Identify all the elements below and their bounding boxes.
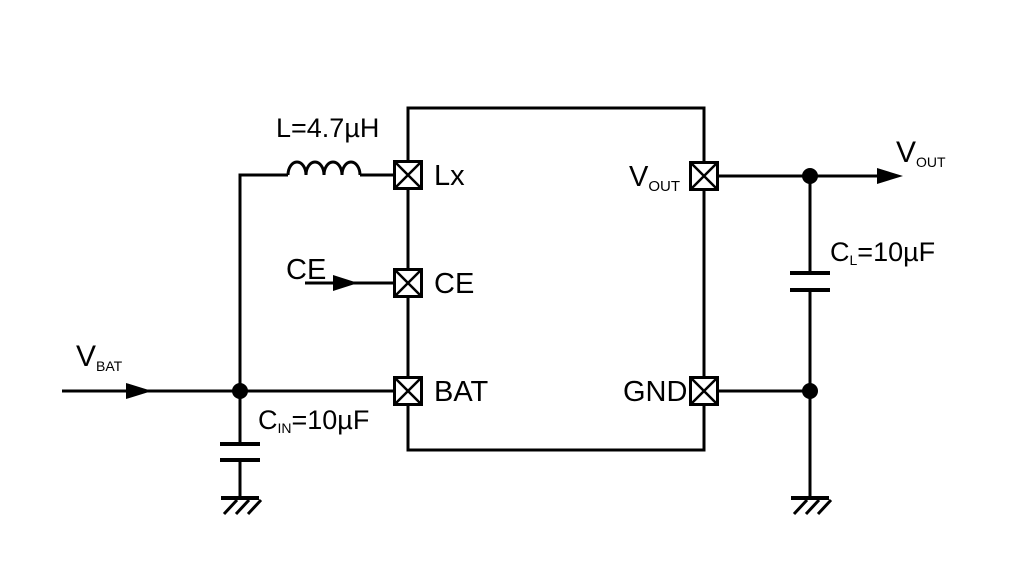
ce-input-net: CE bbox=[286, 254, 394, 291]
pin-cross-icon bbox=[393, 376, 423, 406]
pin-cross-icon bbox=[689, 161, 719, 191]
ground-symbol-left bbox=[221, 496, 263, 516]
pin-gnd-label: GND bbox=[623, 376, 687, 408]
cl-value-label: CL=10µF bbox=[830, 237, 935, 268]
vbat-arrowhead-icon bbox=[126, 383, 152, 399]
ground-symbol-right bbox=[791, 496, 833, 516]
ground-hatch-icon bbox=[792, 498, 833, 516]
vout-label-base: V bbox=[896, 136, 916, 169]
pin-cross-icon bbox=[689, 376, 719, 406]
pin-vout: VOUT bbox=[629, 161, 719, 195]
vout-terminal-label: VOUT bbox=[896, 136, 946, 170]
cin-label-base: C bbox=[258, 405, 278, 435]
pin-cross-icon bbox=[393, 160, 423, 190]
vbat-terminal-label: VBAT bbox=[76, 340, 123, 374]
cl-capacitor: CL=10µF bbox=[790, 176, 935, 498]
vout-output-net: VOUT bbox=[718, 136, 946, 184]
pin-cross-icon bbox=[393, 268, 423, 298]
vbat-label-sub: BAT bbox=[96, 358, 123, 374]
cin-value-label: CIN=10µF bbox=[258, 405, 369, 436]
vout-label-sub: OUT bbox=[916, 154, 946, 170]
ic-block: Lx CE BAT VOUT GND bbox=[393, 106, 719, 452]
cin-capacitor: CIN=10µF bbox=[220, 391, 369, 498]
gnd-net bbox=[718, 383, 818, 399]
pin-vout-label: VOUT bbox=[629, 161, 680, 195]
inductor-coil-icon bbox=[286, 160, 362, 176]
vbat-input-net: VBAT bbox=[62, 340, 394, 399]
pin-lx: Lx bbox=[393, 160, 465, 192]
junction-dot bbox=[802, 383, 818, 399]
pin-bat: BAT bbox=[393, 376, 489, 408]
cl-label-base: C bbox=[830, 237, 850, 267]
cin-label-suffix: =10µF bbox=[292, 405, 370, 435]
cin-label-sub: IN bbox=[278, 420, 292, 436]
inductor-left-wire bbox=[238, 173, 288, 391]
pin-ce: CE bbox=[393, 268, 474, 300]
ce-arrowhead-icon bbox=[333, 275, 358, 291]
cl-label-suffix: =10µF bbox=[857, 237, 935, 267]
pin-vout-label-sub: OUT bbox=[648, 178, 680, 195]
inductor-value-label: L=4.7µH bbox=[276, 113, 379, 143]
cl-label-sub: L bbox=[850, 252, 858, 268]
pin-lx-label: Lx bbox=[434, 160, 465, 192]
pin-ce-label: CE bbox=[434, 268, 474, 300]
vbat-label-base: V bbox=[76, 340, 96, 373]
ground-hatch-icon bbox=[222, 498, 263, 516]
vout-arrowhead-icon bbox=[877, 168, 903, 184]
pin-bat-label: BAT bbox=[434, 376, 489, 408]
ce-terminal-label: CE bbox=[286, 254, 326, 286]
pin-gnd: GND bbox=[623, 376, 719, 408]
inductor-branch: L=4.7µH bbox=[238, 113, 394, 391]
pin-vout-label-base: V bbox=[629, 161, 649, 193]
